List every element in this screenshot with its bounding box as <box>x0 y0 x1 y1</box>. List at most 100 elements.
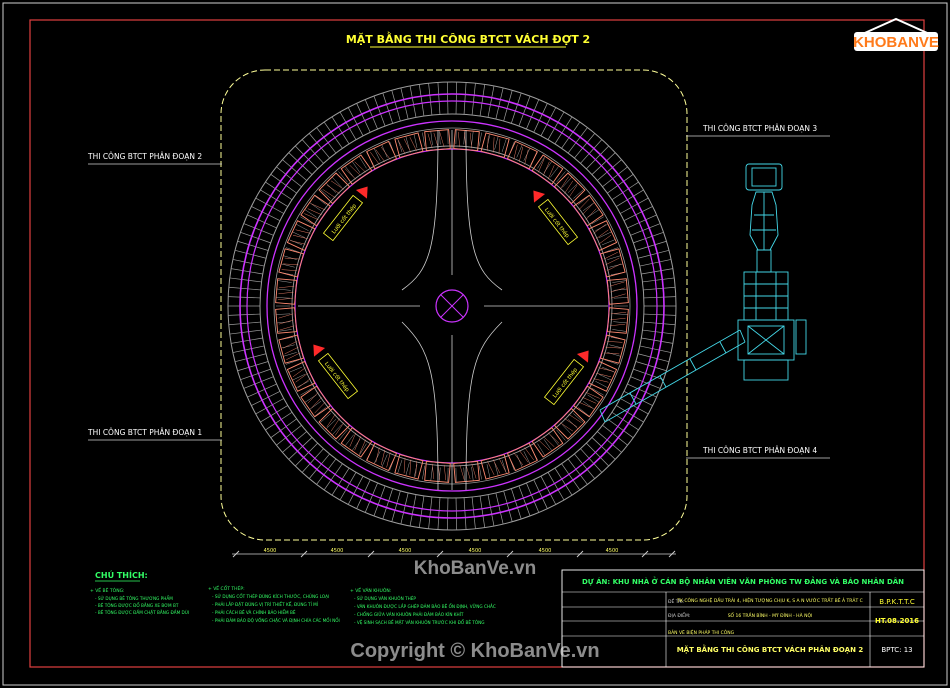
title-block: DỰ ÁN: KHU NHÀ Ở CÁN BỘ NHÂN VIÊN VĂN PH… <box>561 569 925 668</box>
wall-segment <box>531 154 564 185</box>
svg-text:4500: 4500 <box>331 548 344 554</box>
band-tick <box>439 130 441 145</box>
band-tick <box>494 136 499 150</box>
radial-tick <box>643 313 676 316</box>
band-tick <box>296 223 309 231</box>
wall-segment <box>599 334 626 364</box>
radial-tick <box>255 197 284 214</box>
radial-tick <box>247 383 277 398</box>
dimension-tick <box>641 550 649 558</box>
radial-tick <box>487 494 495 527</box>
svg-text:+ VỀ VÁN KHUÔN:: + VỀ VÁN KHUÔN: <box>350 586 391 594</box>
wall-segment <box>506 140 538 170</box>
radial-tick <box>316 127 337 154</box>
band-tick <box>381 144 388 158</box>
radial-tick <box>437 497 441 530</box>
wall-segment <box>275 278 298 305</box>
wall-segment <box>394 132 424 159</box>
rebar-tag: Lưới cốt thép <box>313 344 359 400</box>
radial-tick <box>331 116 350 145</box>
radial-tick <box>635 361 667 372</box>
band-tick <box>320 413 331 423</box>
radial-tick <box>637 353 670 363</box>
radial-tick <box>495 492 504 525</box>
radial-tick <box>240 368 271 380</box>
band-tick <box>463 467 465 482</box>
radial-tick <box>276 166 302 188</box>
radial-tick <box>356 479 371 509</box>
band-tick <box>607 255 621 260</box>
band-tick <box>501 138 507 153</box>
radial-tick <box>276 424 302 446</box>
band-tick <box>591 216 604 225</box>
band-tick <box>288 239 303 246</box>
band-tick <box>276 313 291 315</box>
notes-heading: CHÚ THÍCH: <box>95 569 148 580</box>
band-tick <box>300 387 313 396</box>
dimension-tick <box>300 550 308 558</box>
band-tick <box>578 407 590 417</box>
band-tick <box>422 132 425 147</box>
band-tick <box>604 247 619 253</box>
wall-segment <box>506 442 538 472</box>
radial-tick <box>282 431 307 453</box>
band-tick <box>556 429 566 441</box>
radial-tick <box>635 240 667 251</box>
radial-tick <box>586 145 609 170</box>
band-tick <box>601 239 616 246</box>
band-tick <box>567 182 579 194</box>
band-tick <box>358 156 367 169</box>
svg-text:ĐỀ TÀI:: ĐỀ TÀI: <box>668 597 684 605</box>
band-tick <box>463 130 465 145</box>
sheet-number: BPTC: 13 <box>881 646 912 654</box>
dimension-tick <box>668 550 676 558</box>
radial-tick <box>554 467 573 496</box>
radial-tick <box>586 442 609 467</box>
subject-text: TK CÔNG NGHỆ DẦU TRẢI 4, HIỆN TƯỢNG CHỊU… <box>676 596 863 604</box>
band-tick <box>331 424 342 436</box>
radial-tick <box>270 174 297 194</box>
band-tick <box>607 352 621 357</box>
radial-tick <box>231 337 263 344</box>
band-tick <box>351 161 361 173</box>
radial-tick <box>620 197 649 214</box>
band-tick <box>486 134 491 148</box>
zone-label-3: THI CÔNG BTCT PHÂN ĐOẠN 3 <box>702 124 817 133</box>
zone-label-2: THI CÔNG BTCT PHÂN ĐOẠN 2 <box>87 152 202 161</box>
band-tick <box>397 459 403 474</box>
radial-tick <box>561 463 581 491</box>
svg-text:- SỬ DỤNG BÊ TÔNG THƯƠNG PHẨM: - SỬ DỤNG BÊ TÔNG THƯƠNG PHẨM <box>95 596 173 601</box>
radial-tick <box>479 495 486 528</box>
band-tick <box>562 176 573 188</box>
svg-text:- VÁN KHUÔN ĐƯỢC LẮP GHÉP ĐẢM: - VÁN KHUÔN ĐƯỢC LẮP GHÉP ĐẢM BẢO BÊ ỔN … <box>354 604 496 609</box>
radial-tick <box>260 405 288 423</box>
zone-boundary <box>220 69 688 541</box>
radial-tick <box>288 437 313 460</box>
wall-segment <box>366 140 398 170</box>
radial-tick <box>228 286 261 291</box>
wall-segment <box>286 360 316 392</box>
center-column <box>435 289 469 323</box>
radial-tick <box>574 133 596 159</box>
band-tick <box>344 434 354 446</box>
radial-tick <box>526 482 540 513</box>
wall-segment <box>318 172 351 205</box>
dimension-tick <box>367 550 375 558</box>
radial-tick <box>643 296 676 299</box>
band-tick <box>612 280 627 283</box>
radial-tick <box>228 313 261 316</box>
radial-tick <box>229 277 262 283</box>
radial-tick <box>620 398 649 415</box>
svg-text:- CHỐNG GIỮA VÁN KHUÔN PHẢI ĐẢ: - CHỐNG GIỮA VÁN KHUÔN PHẢI ĐẢM BẢO KÍN … <box>354 612 464 617</box>
radial-tick <box>547 472 565 501</box>
radial-tick <box>237 240 269 251</box>
svg-text:4500: 4500 <box>539 548 552 554</box>
radial-tick <box>487 85 495 118</box>
band-tick <box>613 288 628 291</box>
radial-tick <box>503 490 513 522</box>
band-tick <box>516 144 523 158</box>
wall-segment <box>573 194 604 227</box>
band-tick <box>595 381 608 389</box>
band-tick <box>601 366 616 373</box>
